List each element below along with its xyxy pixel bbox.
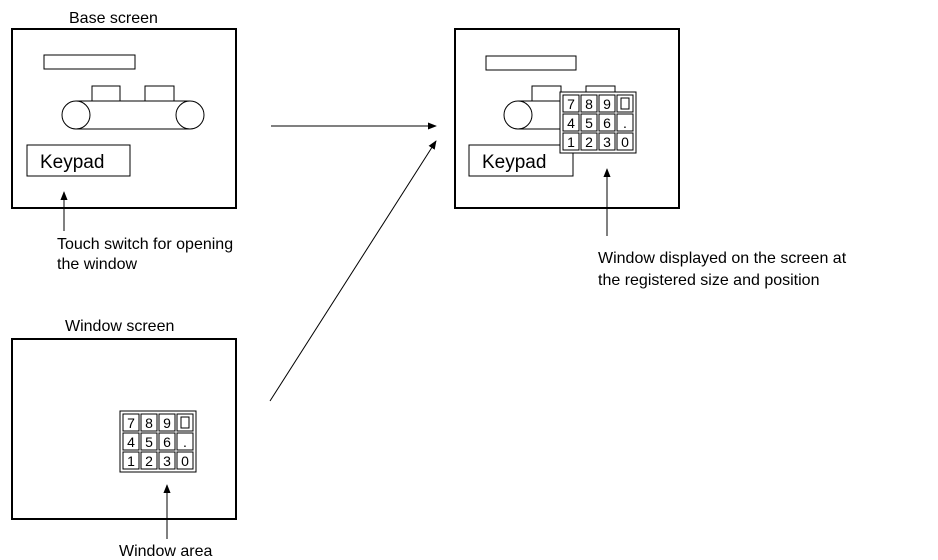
result-keypad-key-label: . [623,115,627,131]
result-keypad-key[interactable]: . [616,113,634,132]
result-keypad-key-label: 0 [621,134,629,150]
result-keypad-key[interactable]: 8 [580,94,598,113]
base-caption-line1: Touch switch for opening [57,236,233,253]
result-keypad-key[interactable]: 3 [598,132,616,151]
result-keypad-button[interactable]: Keypad [468,144,574,177]
result-display-bar [485,55,577,71]
result-keypad-key-label: 9 [603,96,611,112]
window-keypad-key-label: 4 [127,434,135,450]
base-screen-title: Base screen [69,10,158,27]
window-keypad-key[interactable]: 7 [122,413,140,432]
result-keypad-button-label: Keypad [482,152,546,173]
window-keypad-key-label: 2 [145,453,153,469]
window-keypad-key[interactable]: 2 [140,451,158,470]
conveyor-icon [61,85,205,130]
window-screen-title: Window screen [65,318,174,335]
window-keypad-key[interactable] [176,413,194,432]
window-keypad-key[interactable]: 3 [158,451,176,470]
base-screen: Keypad [11,28,237,209]
window-keypad-key-label: 7 [127,415,135,431]
result-keypad-key-label: 2 [585,134,593,150]
result-keypad-key[interactable]: 1 [562,132,580,151]
window-keypad-key[interactable]: 0 [176,451,194,470]
result-keypad-key-label: 5 [585,115,593,131]
result-keypad-key-label: 3 [603,134,611,150]
window-to-result-arrow [269,140,437,402]
base-caption-line2: the window [57,256,137,273]
backspace-icon [180,416,190,429]
result-keypad-key-label: 8 [585,96,593,112]
window-keypad-key[interactable]: 4 [122,432,140,451]
result-keypad-key[interactable]: 9 [598,94,616,113]
window-keypad-key-label: 8 [145,415,153,431]
base-keypad-button[interactable]: Keypad [26,144,131,177]
result-keypad-key[interactable]: 5 [580,113,598,132]
result-keypad-key[interactable]: 7 [562,94,580,113]
window-keypad-key[interactable]: 1 [122,451,140,470]
window-keypad-key-label: 6 [163,434,171,450]
result-keypad-key-label: 1 [567,134,575,150]
window-keypad-key-label: 1 [127,453,135,469]
result-keypad-key[interactable]: 0 [616,132,634,151]
result-keypad-key-label: 4 [567,115,575,131]
window-keypad-key-label: 5 [145,434,153,450]
window-keypad-key[interactable]: 9 [158,413,176,432]
window-keypad-key[interactable]: 5 [140,432,158,451]
window-area-caption: Window area [119,543,212,560]
result-keypad-key[interactable] [616,94,634,113]
window-keypad-key[interactable]: 6 [158,432,176,451]
result-keypad-key-label: 6 [603,115,611,131]
base-keypad-button-label: Keypad [40,152,104,173]
window-keypad-key-label: 3 [163,453,171,469]
window-keypad-key-label: 0 [181,453,189,469]
window-keypad-key-label: . [183,434,187,450]
window-keypad-key[interactable]: . [176,432,194,451]
result-caption-line2: the registered size and position [598,272,819,289]
backspace-icon [620,97,630,110]
base-display-bar [43,54,136,70]
result-keypad-key[interactable]: 4 [562,113,580,132]
window-keypad-key-label: 9 [163,415,171,431]
result-keypad-key[interactable]: 2 [580,132,598,151]
result-caption-line1: Window displayed on the screen at [598,250,847,267]
result-keypad-key[interactable]: 6 [598,113,616,132]
result-keypad-key-label: 7 [567,96,575,112]
window-keypad-key[interactable]: 8 [140,413,158,432]
